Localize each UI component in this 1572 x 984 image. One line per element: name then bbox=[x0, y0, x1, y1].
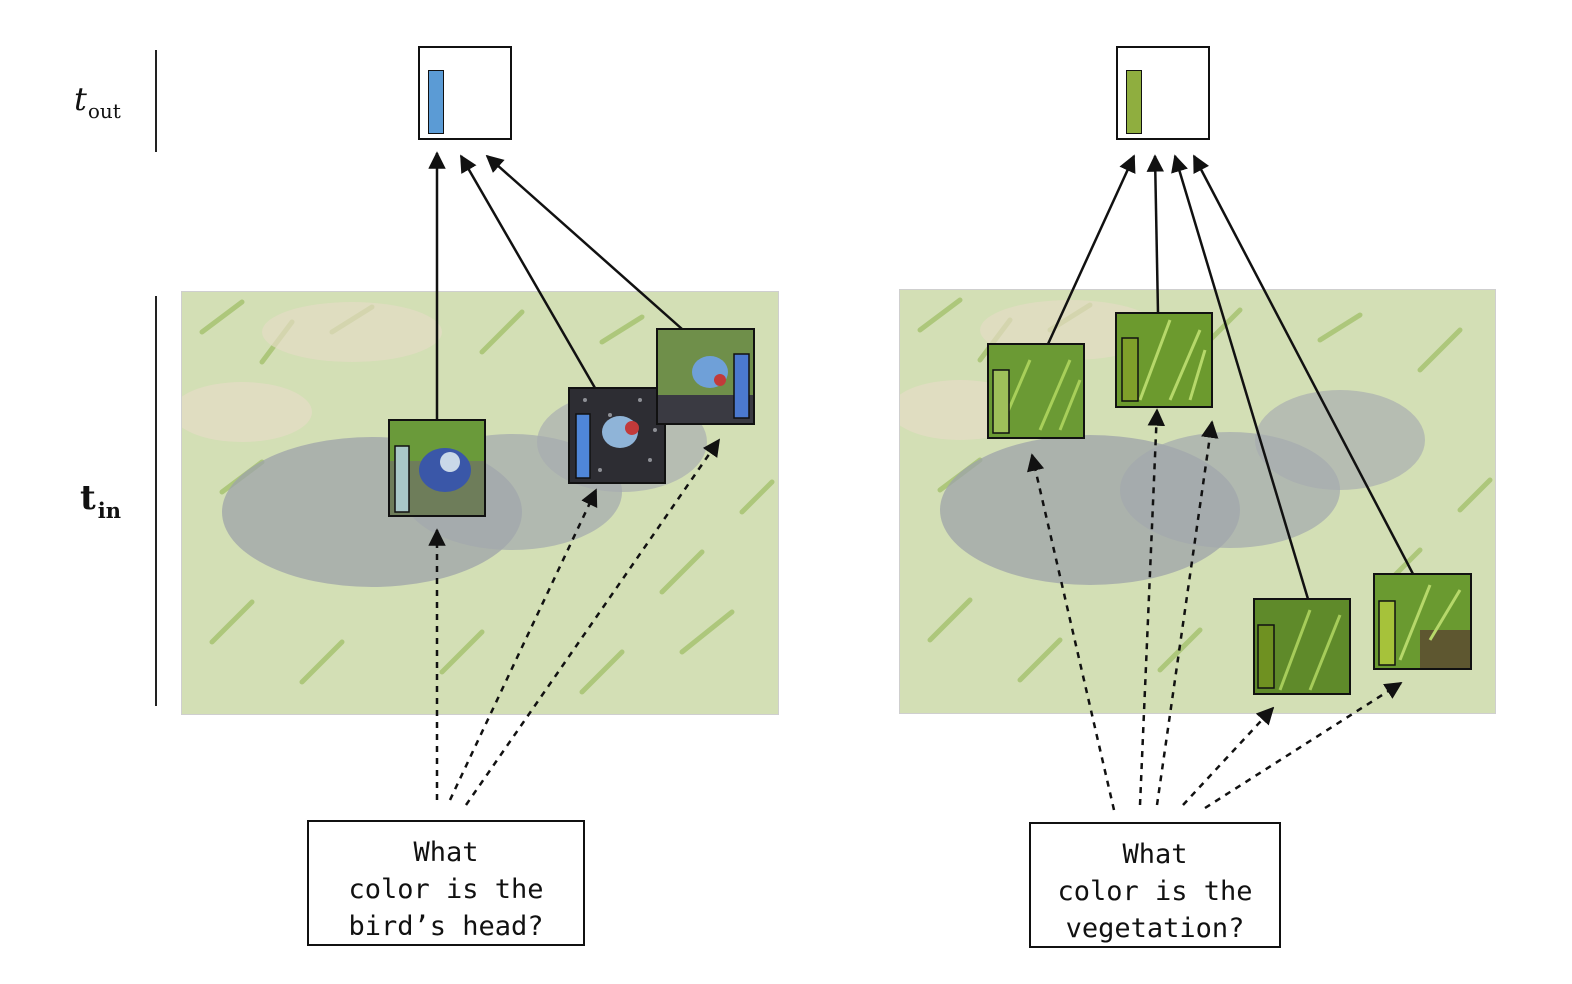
patch-right-2 bbox=[1115, 312, 1213, 408]
t-out-base: t bbox=[74, 80, 87, 118]
row-divider-top bbox=[155, 50, 157, 152]
question-left-line-3: bird’s head? bbox=[348, 911, 544, 942]
t-out-subscript: out bbox=[87, 99, 121, 123]
t-in-subscript: in bbox=[97, 498, 121, 523]
patch-right-2-bar bbox=[1121, 337, 1139, 402]
patch-right-4-bar bbox=[1378, 600, 1396, 666]
right-dashed-arrow-4 bbox=[1182, 706, 1275, 806]
output-box-left bbox=[418, 46, 512, 140]
left-dashed-arrow-3 bbox=[464, 438, 721, 806]
right-solid-arrow-4 bbox=[1192, 154, 1415, 575]
patch-left-2 bbox=[568, 387, 666, 484]
left-dashed-arrows bbox=[428, 438, 721, 806]
left-solid-arrow-3 bbox=[485, 154, 683, 330]
t-out-label: tout bbox=[74, 80, 121, 123]
output-bar-right bbox=[1126, 70, 1142, 134]
output-box-right bbox=[1116, 46, 1210, 140]
row-divider-bottom bbox=[155, 296, 157, 706]
right-solid-arrow-1 bbox=[1046, 154, 1136, 345]
question-right-line-2: color is the bbox=[1057, 876, 1253, 907]
left-dashed-arrow-2 bbox=[448, 488, 598, 801]
patch-left-3-bar bbox=[733, 353, 750, 419]
patch-left-3 bbox=[656, 328, 755, 425]
question-box-left: What color is the bird’s head? bbox=[307, 820, 585, 946]
patch-left-1 bbox=[388, 419, 486, 517]
question-right-line-3: vegetation? bbox=[1065, 913, 1245, 944]
left-solid-arrows bbox=[428, 151, 683, 420]
right-dashed-arrow-1 bbox=[1027, 453, 1116, 811]
patch-right-1 bbox=[987, 343, 1085, 439]
question-right-line-1: What bbox=[1122, 839, 1188, 870]
right-dashed-arrow-2 bbox=[1138, 408, 1166, 806]
right-solid-arrow-3 bbox=[1171, 154, 1310, 600]
right-dashed-arrows bbox=[1027, 408, 1403, 811]
question-left-line-2: color is the bbox=[348, 874, 544, 905]
patch-right-3-bar bbox=[1257, 624, 1275, 689]
output-bar-left bbox=[428, 70, 444, 134]
patch-left-2-bar bbox=[575, 413, 591, 479]
question-box-right: What color is the vegetation? bbox=[1029, 822, 1281, 948]
patch-right-1-bar bbox=[992, 369, 1010, 434]
t-in-label: tin bbox=[80, 478, 121, 523]
patch-right-3 bbox=[1253, 598, 1351, 695]
right-dashed-arrow-5 bbox=[1204, 681, 1403, 810]
question-left-line-1: What bbox=[413, 837, 479, 868]
patch-left-1-bar bbox=[394, 445, 410, 513]
right-dashed-arrow-3 bbox=[1155, 420, 1219, 806]
t-in-base: t bbox=[80, 478, 96, 518]
right-solid-arrow-2 bbox=[1146, 154, 1165, 314]
left-solid-arrow-2 bbox=[459, 154, 597, 389]
patch-right-4 bbox=[1373, 573, 1472, 670]
right-solid-arrows bbox=[1046, 154, 1415, 600]
